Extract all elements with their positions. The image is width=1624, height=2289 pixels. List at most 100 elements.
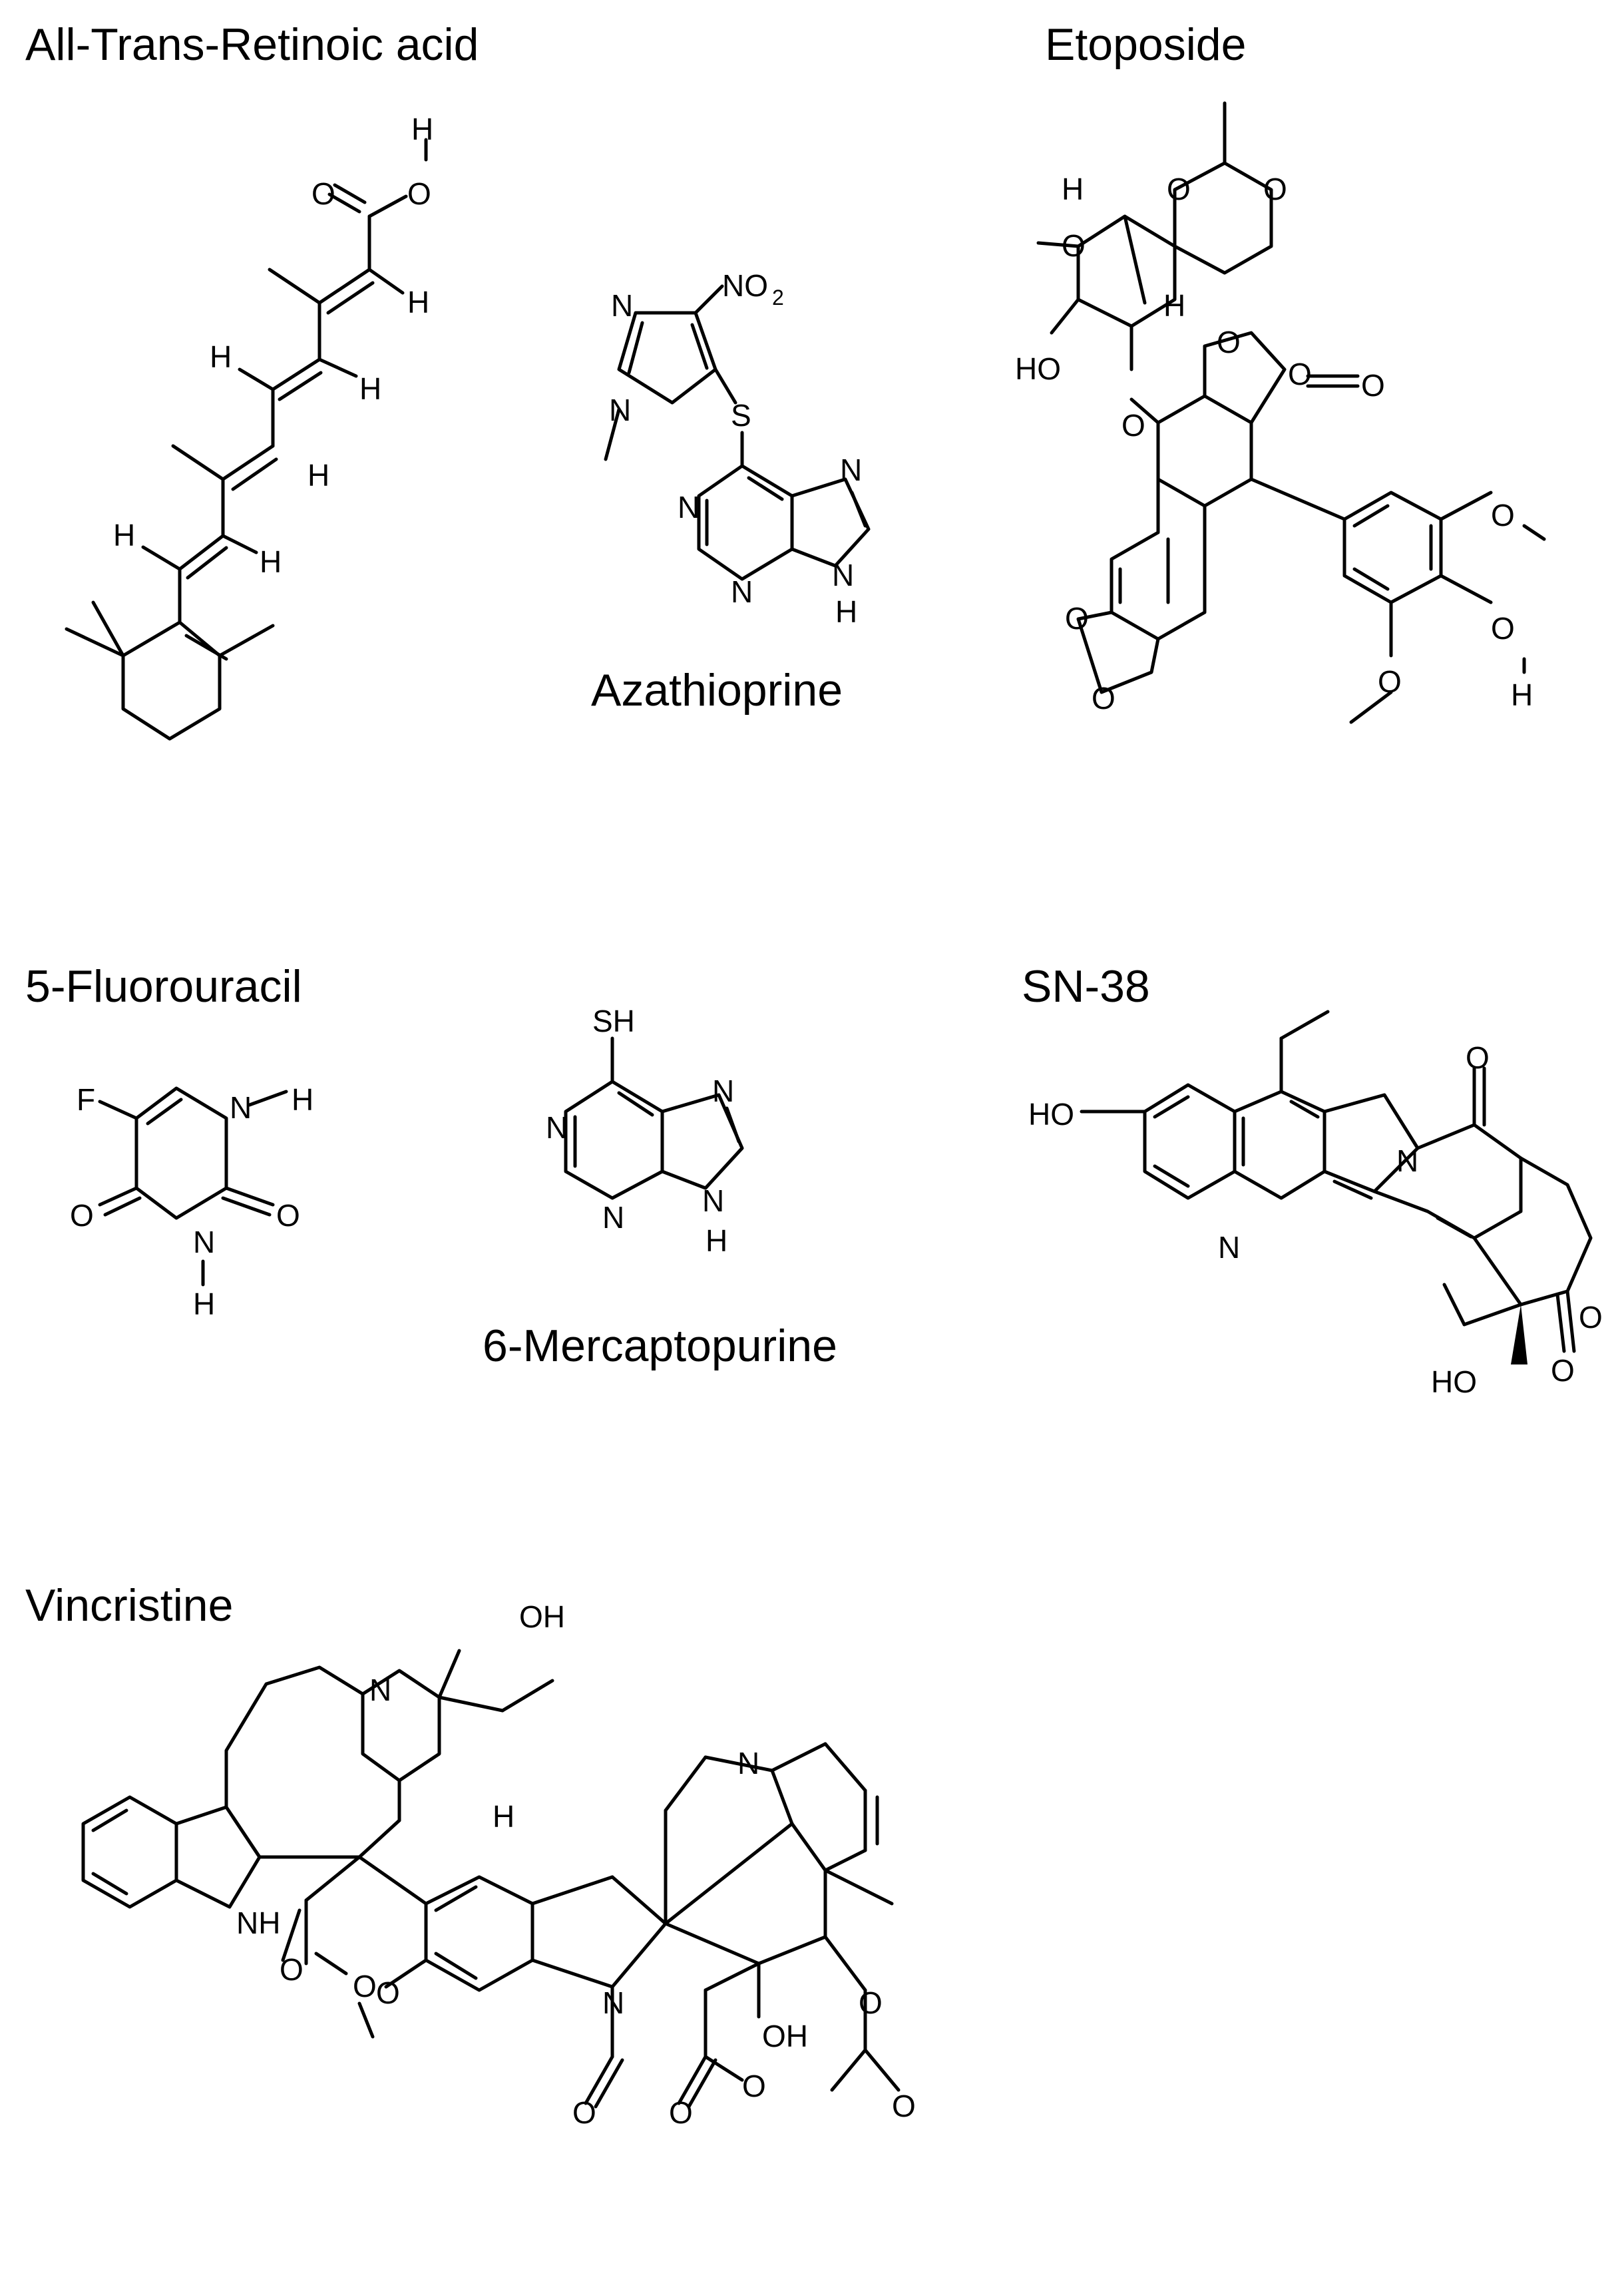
atom-label: N (678, 490, 700, 524)
bond (224, 1186, 275, 1207)
bond (357, 2001, 375, 2039)
atom-label: H (193, 1287, 215, 1321)
bond (1156, 394, 1253, 508)
atom-label: O (1551, 1353, 1575, 1388)
atom-label: H (359, 371, 381, 406)
bond (610, 1875, 668, 1926)
bond (823, 1935, 867, 1992)
bond (437, 1649, 461, 1699)
atom-label: N (546, 1110, 568, 1145)
bond (367, 268, 405, 295)
bond (178, 534, 225, 571)
bond (121, 620, 222, 741)
bond (790, 477, 871, 568)
bond (770, 1769, 794, 1826)
structure-vincristine: OH N H NH O O O N N OH O O O O O (81, 1599, 916, 2130)
atom-label: O (669, 2095, 693, 2130)
bond (1129, 397, 1160, 425)
atom-label: O (1378, 664, 1402, 699)
bond (704, 2055, 744, 2082)
bond (1342, 491, 1443, 604)
structure-atra: O O H H H H H H H (65, 112, 433, 741)
bond (850, 491, 867, 528)
bond (221, 534, 258, 554)
bond (333, 183, 367, 204)
bond (134, 1086, 228, 1220)
atom-label: H (706, 1223, 727, 1258)
bond (357, 1818, 401, 1859)
bond (437, 1695, 505, 1713)
bond (221, 1196, 272, 1217)
bond (713, 367, 737, 405)
bond (687, 2058, 717, 2109)
bond (221, 444, 275, 481)
bond (1439, 574, 1493, 604)
bond (1436, 1216, 1473, 1239)
bond (694, 284, 724, 315)
structure-azathioprine: N N NO 2 S N N N N H (604, 268, 871, 629)
atom-label: O (1491, 498, 1515, 532)
atom-label: SH (592, 1004, 635, 1038)
bond (690, 323, 709, 370)
bond (1233, 1090, 1326, 1200)
atom-label: O (1579, 1300, 1603, 1335)
atom-label: N (731, 574, 753, 609)
bond (823, 1742, 867, 1792)
bond (326, 281, 375, 315)
title-atra: All-Trans-Retinoic acid (25, 19, 479, 70)
atom-label: O (353, 1969, 377, 2003)
bond (434, 1885, 478, 1912)
bond (357, 1855, 534, 1992)
bond (434, 1952, 478, 1980)
bond (224, 1665, 441, 1809)
structure-mercaptopurine: SH N N N N H (546, 1004, 744, 1258)
bond (317, 357, 358, 378)
bond (594, 2058, 624, 2109)
bond (1203, 331, 1287, 425)
bond (81, 1795, 178, 1909)
atom-label: H (1163, 288, 1185, 323)
title-mercaptopurine: 6-Mercaptopurine (483, 1321, 837, 1371)
atom-label: O (280, 1952, 304, 1987)
bond (1352, 504, 1390, 528)
title-fluorouracil: 5-Fluorouracil (25, 961, 302, 1012)
atom-label: N (602, 1985, 624, 2020)
bond (823, 1868, 894, 1906)
title-azathioprine: Azathioprine (591, 665, 843, 716)
atom-label: 2 (772, 286, 784, 310)
atom-label: HO (1431, 1364, 1477, 1399)
bond (218, 624, 275, 658)
atom-label: O (1121, 408, 1145, 443)
atom-label: O (892, 2089, 916, 2123)
bond (1153, 1164, 1190, 1188)
atom-label: N (737, 1746, 759, 1780)
atom-label: O (1062, 228, 1086, 263)
bond (1352, 567, 1390, 591)
atom-label: S (731, 398, 751, 433)
bond (830, 2048, 867, 2092)
structure-sn38: HO N N O O O HO (1028, 1010, 1603, 1399)
bond (747, 476, 784, 501)
atom-label: OH (762, 2019, 808, 2053)
bond (617, 1091, 654, 1117)
bond (248, 1090, 288, 1107)
bond (1289, 1100, 1320, 1119)
bond (1372, 1123, 1523, 1240)
atom-label: N (712, 1074, 734, 1108)
bond (1050, 298, 1080, 335)
title-vincristine: Vincristine (25, 1580, 233, 1631)
atom-label: N (1218, 1230, 1240, 1265)
bond (1076, 610, 1160, 694)
bond (314, 1952, 348, 1976)
bond (1332, 1179, 1373, 1200)
bond (530, 1875, 614, 1906)
bond (91, 1808, 128, 1832)
atom-label: HO (1015, 351, 1061, 386)
bond (770, 1742, 827, 1772)
bond (186, 546, 228, 580)
bond (367, 194, 408, 218)
bond (238, 367, 275, 391)
bond (1249, 477, 1346, 521)
atom-label: OH (519, 1599, 565, 1634)
atom-label: O (572, 2095, 596, 2130)
